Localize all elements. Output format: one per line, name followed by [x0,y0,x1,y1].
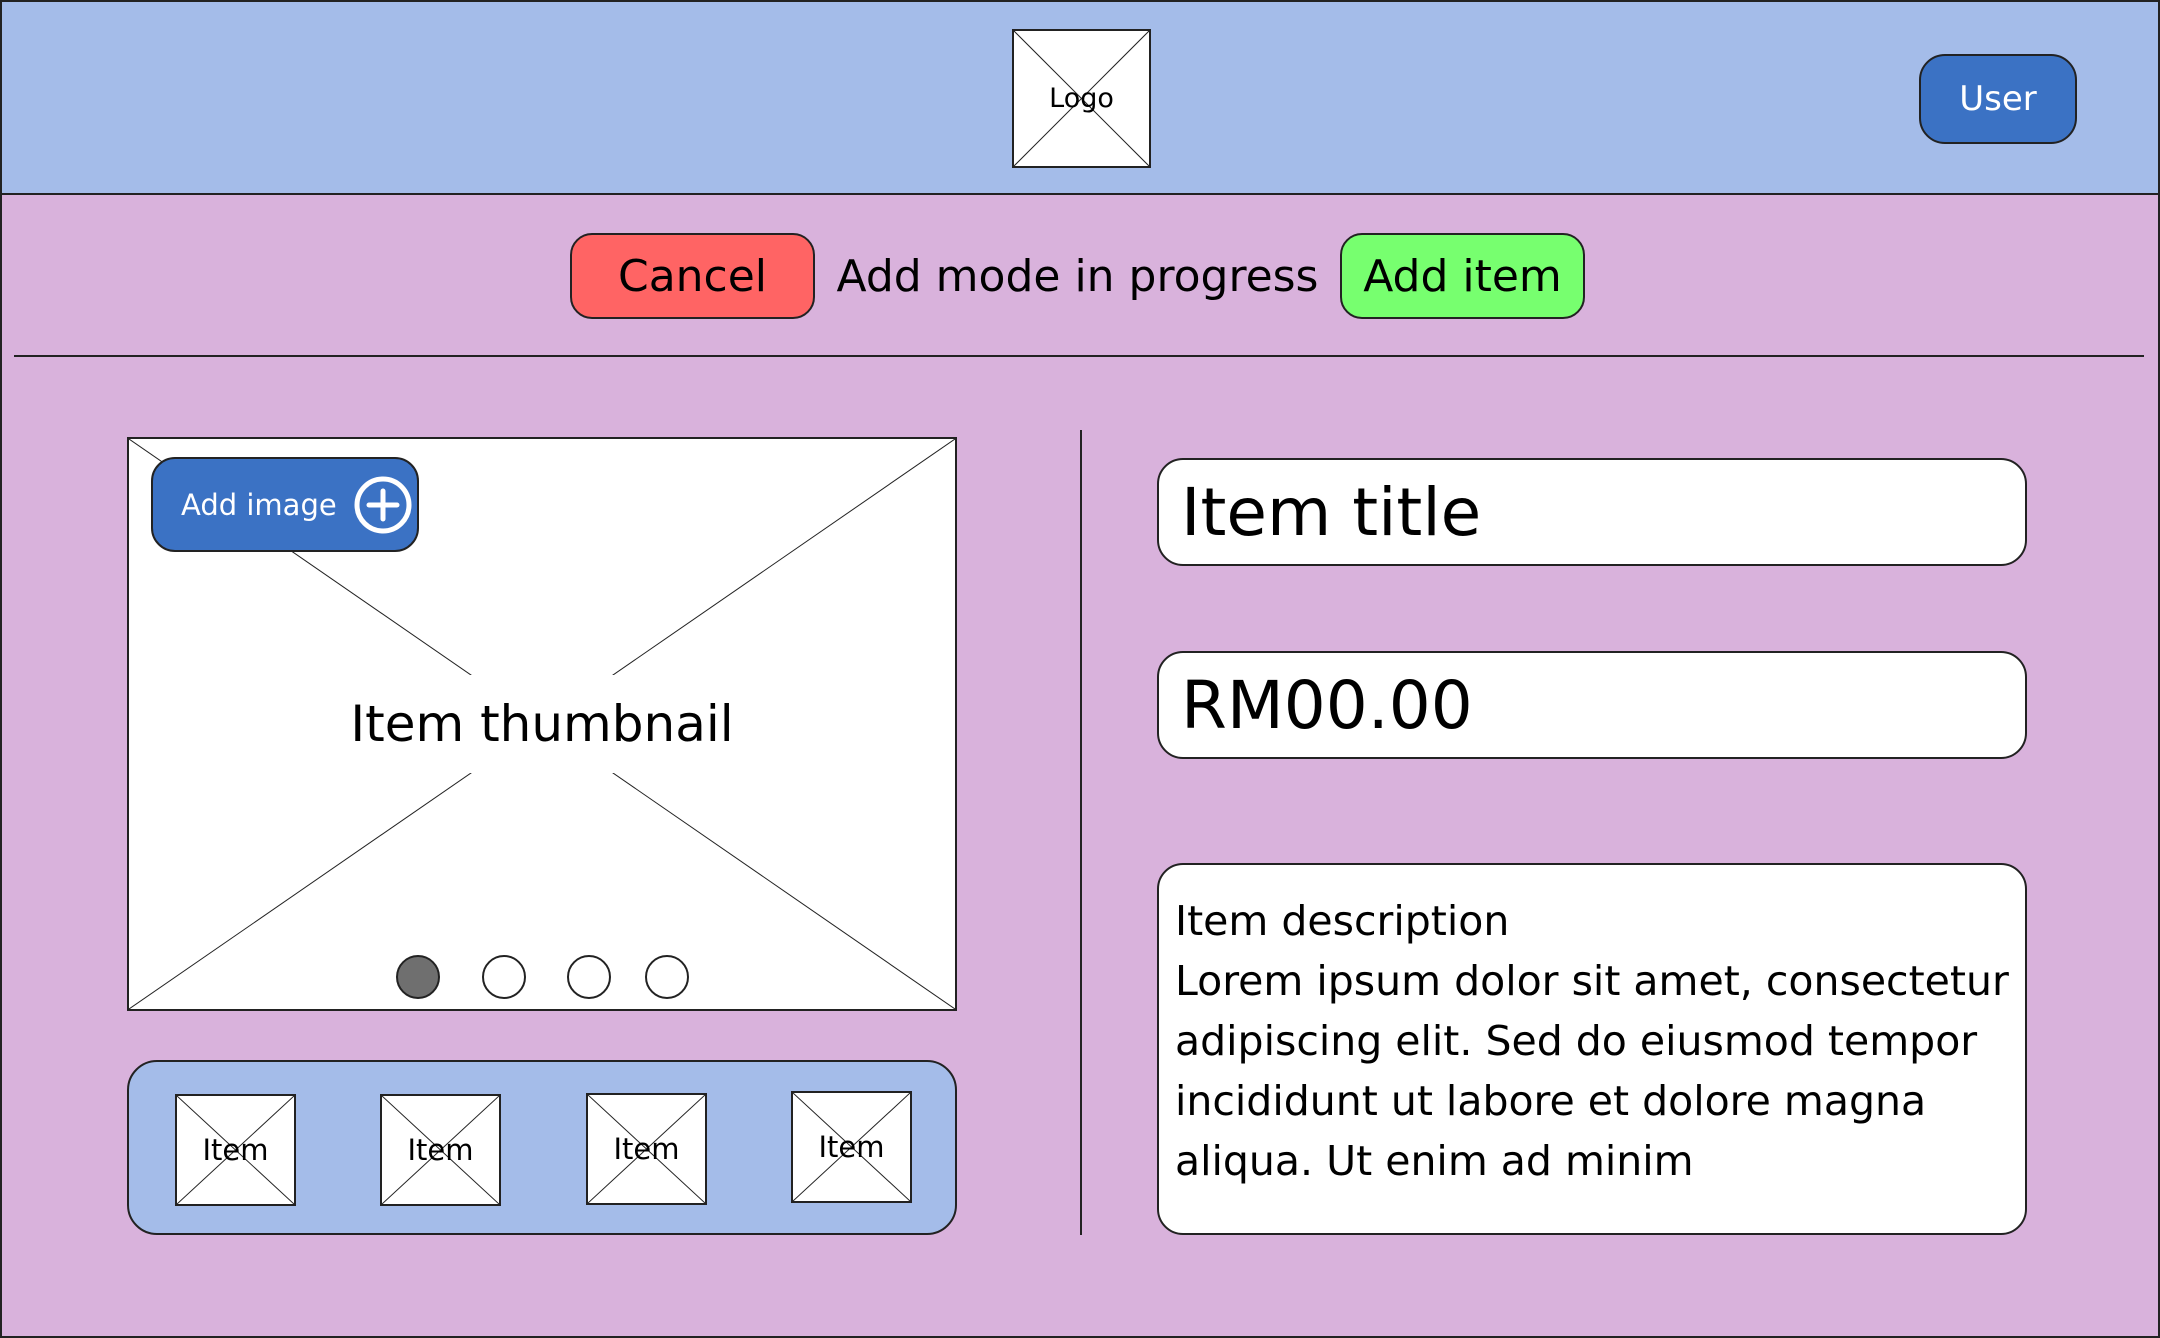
mode-status-text: Add mode in progress [836,250,1319,302]
user-button[interactable]: User [1919,54,2077,144]
thumbnail-item-label: Item [818,1130,885,1164]
carousel-dot-2[interactable] [482,955,526,999]
thumbnail-item-3[interactable]: Item [586,1093,707,1205]
thumbnail-item-1[interactable]: Item [175,1094,296,1206]
thumbnail-label: Item thumbnail [334,675,750,773]
plus-circle-icon [354,476,412,533]
header-bar: Logo User [0,0,2160,195]
thumbnail-item-label: Item [202,1133,269,1167]
logo-label: Logo [1049,83,1114,114]
add-image-label: Add image [181,487,337,522]
toolbar-divider [14,355,2144,357]
item-price-placeholder: RM00.00 [1181,666,1473,744]
add-item-button[interactable]: Add item [1340,233,1585,319]
carousel-dot-3[interactable] [567,955,611,999]
item-description-textarea[interactable]: Item description Lorem ipsum dolor sit a… [1157,863,2027,1235]
thumbnail-item-2[interactable]: Item [380,1094,501,1206]
item-title-input[interactable]: Item title [1157,458,2027,566]
description-heading: Item description [1175,897,1510,945]
carousel-dot-4[interactable] [645,955,689,999]
placeholder-cross-icon [177,1096,294,1204]
placeholder-cross-icon [382,1096,499,1204]
description-line: incididunt ut labore et dolore magna [1175,1077,1927,1125]
description-line: Lorem ipsum dolor sit amet, consectetur [1175,957,2009,1005]
thumbnail-item-label: Item [613,1132,680,1166]
item-title-placeholder: Item title [1181,473,1482,551]
placeholder-cross-icon [793,1093,910,1201]
description-line: aliqua. Ut enim ad minim [1175,1137,1694,1185]
column-divider [1080,430,1082,1235]
placeholder-cross-icon [1014,31,1149,166]
add-image-button[interactable]: Add image [151,457,419,552]
description-line: adipiscing elit. Sed do eiusmod tempor [1175,1017,1978,1065]
placeholder-cross-icon [588,1095,705,1203]
thumbnail-item-label: Item [407,1133,474,1167]
logo: Logo [1012,29,1151,168]
item-price-input[interactable]: RM00.00 [1157,651,2027,759]
carousel-dot-1[interactable] [396,955,440,999]
thumbnail-item-4[interactable]: Item [791,1091,912,1203]
cancel-button[interactable]: Cancel [570,233,815,319]
